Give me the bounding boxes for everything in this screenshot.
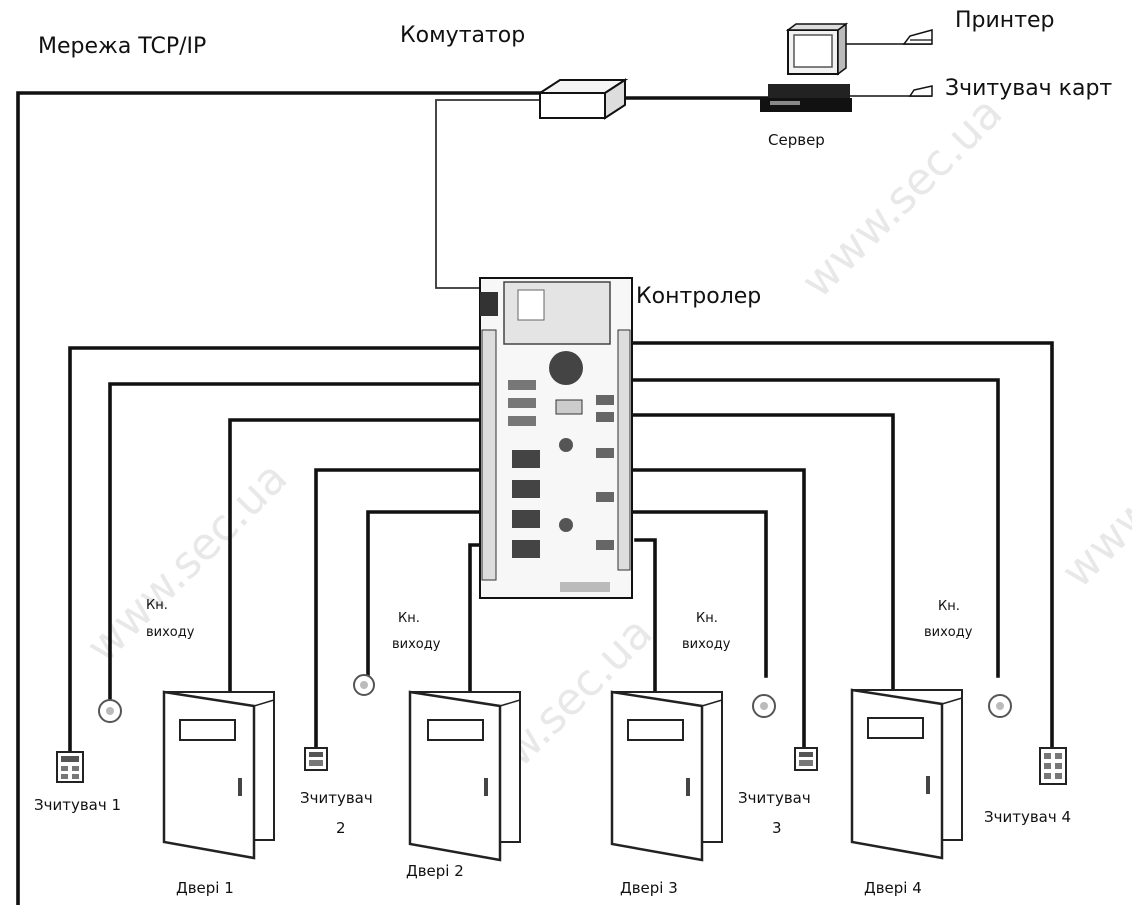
exit-button2-wire [366, 510, 484, 678]
card-reader-label: Зчитувач карт [945, 76, 1112, 101]
exit-button-1-label-line2: виходу [146, 625, 195, 640]
door-4-label: Двері 4 [864, 879, 922, 897]
door-3-icon [610, 690, 723, 862]
door-2-label: Двері 2 [406, 862, 464, 880]
exit-button-2-label-line2: виходу [392, 637, 441, 652]
exit-button-4-label-line1: Кн. [938, 599, 960, 614]
printer-label: Принтер [955, 8, 1055, 33]
exit-button3-wire [628, 510, 768, 678]
reader-3-label-line1: Зчитувач [738, 789, 811, 807]
controller-label: Контролер [636, 284, 761, 309]
watermark: www.sec.ua [1052, 377, 1132, 598]
reader3-wire [628, 468, 806, 750]
switch-label: Комутатор [400, 23, 525, 48]
door1-wire [228, 418, 484, 694]
exit-button4-wire [628, 378, 1000, 678]
door-1-icon [162, 690, 275, 860]
door-3-label: Двері 3 [620, 879, 678, 897]
door2-wire [468, 543, 484, 695]
reader-2-icon [304, 747, 328, 771]
switch-icon [536, 78, 629, 120]
exit-button-2-icon [353, 674, 375, 696]
exit-button-4-icon [988, 694, 1012, 718]
reader-1-icon [56, 751, 84, 783]
door4-wire [628, 413, 895, 692]
reader-2-label-line1: Зчитувач [300, 789, 373, 807]
controller-board-icon [479, 277, 633, 599]
reader-2-label-line2: 2 [336, 819, 346, 837]
exit-button-2-label-line1: Кн. [398, 611, 420, 626]
door3-wire [634, 538, 657, 694]
exit-button-3-label-line1: Кн. [696, 611, 718, 626]
network-line [16, 91, 542, 905]
reader-3-icon [794, 747, 818, 771]
exit-button-3-label-line2: виходу [682, 637, 731, 652]
network-label: Мережа TCP/IP [38, 34, 206, 59]
printer-icon [902, 29, 933, 45]
server-label: Сервер [768, 131, 825, 149]
reader-4-icon [1039, 747, 1067, 785]
watermark: www.sec.ua [792, 87, 1013, 308]
exit-button-1-label-line1: Кн. [146, 598, 168, 613]
reader2-wire [314, 468, 484, 750]
exit-button-4-label-line2: виходу [924, 625, 973, 640]
card-reader-icon [908, 85, 933, 97]
exit-button-1-icon [98, 699, 122, 723]
exit-button-3-icon [752, 694, 776, 718]
reader-3-label-line2: 3 [772, 819, 782, 837]
reader-1-label: Зчитувач 1 [34, 796, 121, 814]
door-2-icon [408, 690, 521, 862]
reader1-wire [68, 346, 484, 754]
door-4-icon [850, 688, 963, 860]
exit-button1-wire [108, 382, 484, 702]
reader-4-label: Зчитувач 4 [984, 808, 1071, 826]
server-icon [760, 22, 852, 112]
labels: Мережа TCP/IP Комутатор Принтер Зчитувач… [34, 8, 1112, 897]
reader4-wire [628, 341, 1054, 752]
switch-controller-line [435, 99, 540, 289]
door-1-label: Двері 1 [176, 879, 234, 897]
